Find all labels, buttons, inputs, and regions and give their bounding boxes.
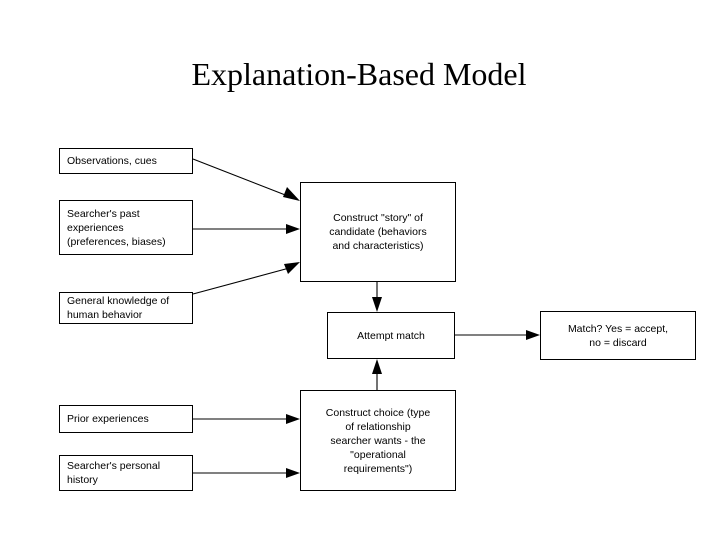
edge-personal-history-to-construct-choice <box>193 468 300 478</box>
node-label: Observations, cues <box>67 155 157 167</box>
node-label: Searcher's personal history <box>67 460 161 486</box>
edge-general-knowledge-to-construct-story <box>192 262 300 295</box>
node-attempt-match[interactable]: Attempt match <box>327 312 455 359</box>
edge-attempt-match-to-match-result <box>455 330 540 340</box>
node-label: Searcher's past experiences (preferences… <box>67 207 166 248</box>
node-label: Attempt match <box>357 329 425 342</box>
node-general-knowledge[interactable]: General knowledge of human behavior <box>59 292 193 324</box>
node-construct-story[interactable]: Construct "story" of candidate (behavior… <box>300 182 456 282</box>
node-construct-choice[interactable]: Construct choice (type of relationship s… <box>300 390 456 491</box>
node-searchers-past-experiences[interactable]: Searcher's past experiences (preferences… <box>59 200 193 255</box>
node-label: Construct choice (type of relationship s… <box>325 406 431 475</box>
edge-past-experiences-to-construct-story <box>193 224 300 234</box>
edge-observations-to-construct-story <box>192 158 300 201</box>
node-label: Prior experiences <box>67 413 149 425</box>
node-searchers-personal-history[interactable]: Searcher's personal history <box>59 455 193 491</box>
edge-prior-experiences-to-construct-choice <box>193 414 300 424</box>
edge-construct-choice-to-attempt-match <box>372 359 382 390</box>
node-label: General knowledge of human behavior <box>67 295 170 321</box>
node-label: Match? Yes = accept, no = discard <box>567 322 669 349</box>
node-prior-experiences[interactable]: Prior experiences <box>59 405 193 433</box>
node-label: Construct "story" of candidate (behavior… <box>329 212 427 252</box>
node-match-result[interactable]: Match? Yes = accept, no = discard <box>540 311 696 360</box>
page-title: Explanation-Based Model <box>191 56 527 92</box>
edge-construct-story-to-attempt-match <box>372 282 382 312</box>
node-observations-cues[interactable]: Observations, cues <box>59 148 193 174</box>
